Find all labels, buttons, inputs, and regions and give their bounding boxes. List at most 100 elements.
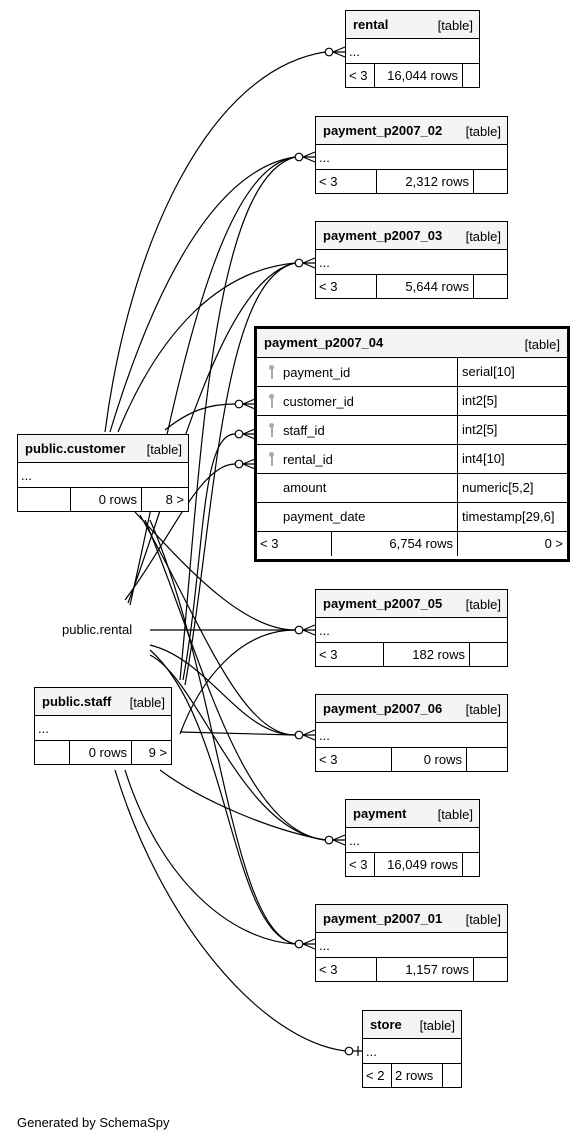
table-footer: 0 rows 9 >	[35, 741, 171, 764]
row-count: 2 rows	[392, 1064, 443, 1087]
column-type: int4[10]	[462, 451, 505, 466]
column-name-cell: rental_id	[257, 445, 458, 473]
children-count	[474, 958, 507, 981]
column-type: serial[10]	[462, 364, 515, 379]
table-tag: [table]	[465, 229, 501, 244]
table-tag: [table]	[437, 807, 473, 822]
column-row[interactable]: rental_id int4[10]	[257, 445, 567, 474]
table-columns-ellipsis: ...	[316, 145, 507, 170]
table-footer: < 3 1,157 rows	[316, 958, 507, 981]
table-payment-p2007-06[interactable]: payment_p2007_06[table] ... < 3 0 rows	[315, 694, 508, 772]
table-columns-ellipsis: ...	[35, 716, 171, 741]
parents-count	[35, 741, 70, 764]
table-name: payment_p2007_06	[323, 701, 443, 716]
key-icon	[265, 451, 279, 467]
column-row[interactable]: staff_id int2[5]	[257, 416, 567, 445]
column-name-cell: payment_id	[257, 358, 458, 386]
key-icon	[265, 422, 279, 438]
column-name: rental_id	[283, 452, 333, 467]
table-tag: [table]	[465, 124, 501, 139]
table-header: public.staff [table]	[35, 688, 171, 716]
table-name: public.customer	[25, 441, 126, 456]
table-columns-ellipsis: ...	[316, 723, 507, 748]
table-tag: [table]	[524, 337, 560, 352]
table-columns-ellipsis: ...	[316, 933, 507, 958]
table-name: payment	[353, 806, 407, 821]
table-name: payment_p2007_03	[323, 228, 443, 243]
row-count: 182 rows	[384, 643, 470, 666]
column-name-cell: amount	[257, 474, 458, 502]
table-payment[interactable]: payment[table] ... < 3 16,049 rows	[345, 799, 480, 877]
table-payment-p2007-02[interactable]: payment_p2007_02 [table] ... < 3 2,312 ro…	[315, 116, 508, 194]
table-footer: 0 rows 8 >	[18, 488, 188, 511]
table-name: payment_p2007_01	[323, 911, 443, 926]
column-type: int2[5]	[462, 422, 498, 437]
parents-count: < 3	[316, 170, 377, 193]
table-header: payment [table]	[346, 800, 479, 828]
column-type: numeric[5,2]	[462, 480, 534, 495]
table-header: public.customer [table]	[18, 435, 188, 463]
table-rental[interactable]: rental [table] ... < 3 16,044 rows	[345, 10, 480, 88]
table-footer: < 2 2 rows	[363, 1064, 461, 1087]
children-count	[470, 643, 507, 666]
column-name: customer_id	[283, 394, 354, 409]
children-count	[463, 853, 479, 876]
table-columns-ellipsis: ...	[363, 1039, 461, 1064]
parents-count: < 3	[316, 643, 384, 666]
parents-count: < 3	[316, 748, 392, 771]
table-store[interactable]: store [table] ... < 2 2 rows	[362, 1010, 462, 1088]
row-count: 5,644 rows	[377, 275, 474, 298]
table-name: rental	[353, 17, 389, 32]
table-footer: < 3 5,644 rows	[316, 275, 507, 298]
table-footer: < 3 182 rows	[316, 643, 507, 666]
table-public-customer[interactable]: public.customer [table] ... 0 rows 8 >	[17, 434, 189, 512]
column-type: timestamp[29,6]	[462, 509, 555, 524]
table-footer: < 3 16,044 rows	[346, 64, 479, 87]
row-count: 16,049 rows	[375, 853, 463, 876]
table-header: payment_p2007_03 [table]	[316, 222, 507, 250]
table-tag: [table]	[146, 442, 182, 457]
column-row[interactable]: amount numeric[5,2]	[257, 474, 567, 503]
table-name: payment_p2007_05	[323, 596, 443, 611]
table-name: payment_p2007_02	[323, 123, 443, 138]
parents-count	[18, 488, 71, 511]
row-count: 0 rows	[70, 741, 132, 764]
table-header: payment_p2007_01 [table]	[316, 905, 507, 933]
row-count: 0 rows	[71, 488, 142, 511]
table-footer: < 3 2,312 rows	[316, 170, 507, 193]
table-header: rental [table]	[346, 11, 479, 39]
table-payment-p2007-01[interactable]: payment_p2007_01 [table] ... < 3 1,157 ro…	[315, 904, 508, 982]
children-count	[443, 1064, 461, 1087]
table-tag: [table]	[465, 597, 501, 612]
table-payment-p2007-05[interactable]: payment_p2007_05 [table] ... < 3 182 rows	[315, 589, 508, 667]
children-count	[463, 64, 479, 87]
table-public-staff[interactable]: public.staff [table] ... 0 rows 9 >	[34, 687, 172, 765]
table-tag: [table]	[437, 18, 473, 33]
row-count: 16,044 rows	[375, 64, 463, 87]
column-row[interactable]: payment_id serial[10]	[257, 358, 567, 387]
table-payment-p2007-03[interactable]: payment_p2007_03[table] ... < 3 5,644 ro…	[315, 221, 508, 299]
parents-count: < 3	[257, 532, 332, 556]
table-columns-ellipsis: ...	[316, 618, 507, 643]
table-name: public.staff	[42, 694, 112, 709]
footer-generated-by: Generated by SchemaSpy	[17, 1115, 170, 1130]
table-header: store [table]	[363, 1011, 461, 1039]
table-tag: [table]	[129, 695, 165, 710]
key-icon	[265, 364, 279, 380]
table-columns-ellipsis: ...	[18, 463, 188, 488]
row-count: 6,754 rows	[332, 532, 458, 556]
row-count: 2,312 rows	[377, 170, 474, 193]
parents-count: < 3	[346, 853, 375, 876]
column-name-cell: staff_id	[257, 416, 458, 444]
table-tag: [table]	[419, 1018, 455, 1033]
table-tag: [table]	[465, 912, 501, 927]
table-tag: [table]	[465, 702, 501, 717]
public-rental-label[interactable]: public.rental	[62, 622, 133, 637]
table-header: payment_p2007_05 [table]	[316, 590, 507, 618]
parents-count: < 3	[316, 275, 377, 298]
table-name: store	[370, 1017, 402, 1032]
table-columns-ellipsis: ...	[346, 39, 479, 64]
